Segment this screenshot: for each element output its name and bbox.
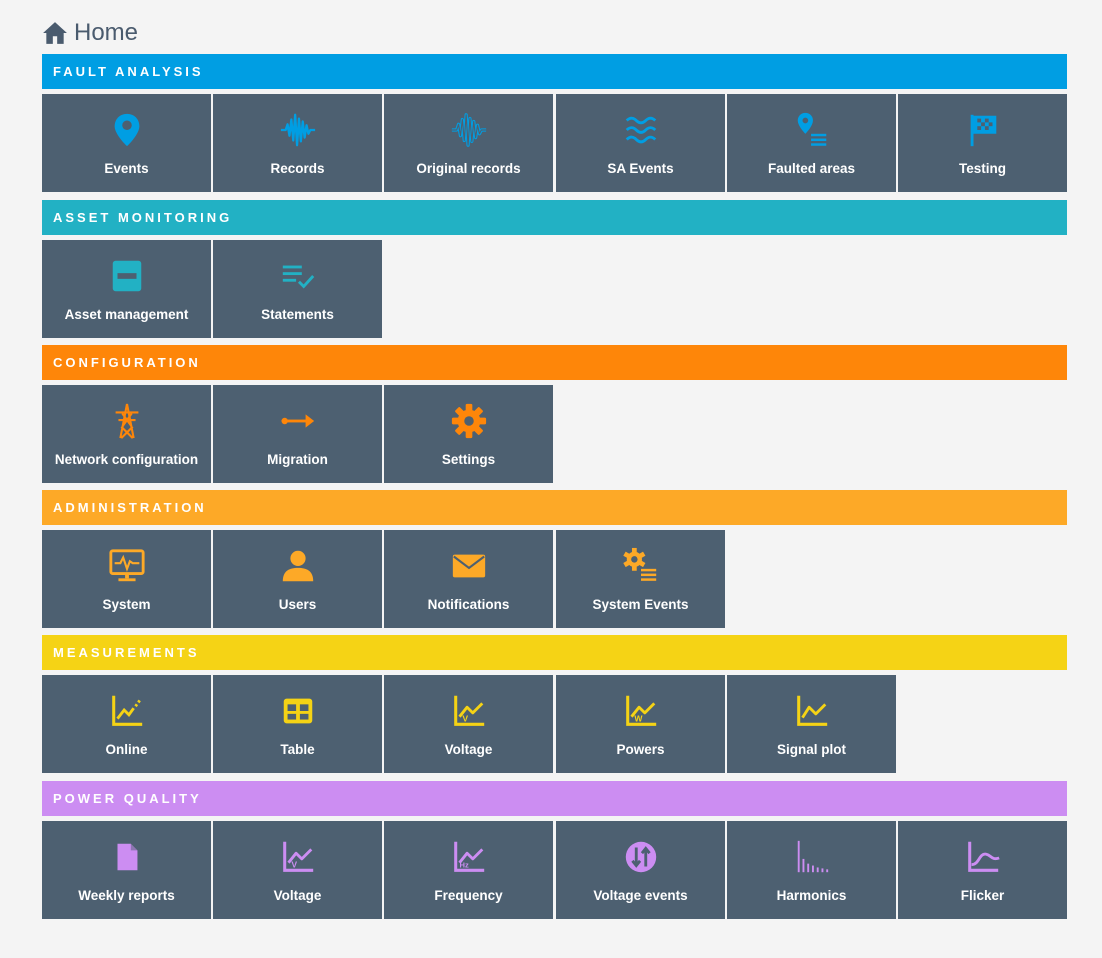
voltage-chart-icon: V [449,691,489,731]
tile-label: Original records [416,161,521,176]
tile-measurements-voltage[interactable]: V Voltage [384,675,553,773]
tile-administration-system[interactable]: System [42,530,211,628]
line-chart-icon [107,691,147,731]
tile-label: Voltage [273,888,322,903]
tile-fault-analysis-records[interactable]: Records [213,94,382,192]
tile-measurements-table[interactable]: Table [213,675,382,773]
tile-measurements-signal-plot[interactable]: Signal plot [727,675,896,773]
tile-fault-analysis-sa-events[interactable]: SA Events [556,94,725,192]
tile-label: Table [280,742,315,757]
tile-label: Faulted areas [767,161,856,176]
tile-label: Notifications [427,597,510,612]
voltage-chart-icon: V [278,837,318,877]
envelope-icon [449,546,489,586]
tile-asset-monitoring-statements[interactable]: Statements [213,240,382,338]
meter-icon [107,256,147,296]
tile-label: Asset management [64,307,189,322]
tile-fault-analysis-original-records[interactable]: Original records [384,94,553,192]
tile-fault-analysis-testing[interactable]: Testing [898,94,1067,192]
tile-configuration-settings[interactable]: Settings [384,385,553,483]
section-header-fault-analysis: FAULT ANALYSIS [42,54,1067,89]
original-waveform-icon [449,110,489,150]
tile-label: Users [278,597,317,612]
tile-label: SA Events [607,161,674,176]
svg-text:V: V [291,859,297,869]
svg-text:W: W [634,713,643,723]
monitor-pulse-icon [107,546,147,586]
tile-power-quality-voltage-events[interactable]: Voltage events [556,821,725,919]
signal-chart-icon [792,691,832,731]
tile-label: System [102,597,151,612]
tile-administration-system-events[interactable]: System Events [556,530,725,628]
list-check-icon [278,256,318,296]
harmonics-bars-icon [792,837,832,877]
tile-label: Voltage events [593,888,688,903]
section-header-measurements: MEASUREMENTS [42,635,1067,670]
table-icon [278,691,318,731]
checkered-flag-icon [963,110,1003,150]
tile-fault-analysis-faulted-areas[interactable]: Faulted areas [727,94,896,192]
up-down-arrows-icon [621,837,661,877]
tile-label: Settings [441,452,496,467]
tile-power-quality-voltage[interactable]: V Voltage [213,821,382,919]
pin-list-icon [792,110,832,150]
tile-configuration-migration[interactable]: Migration [213,385,382,483]
tile-label: Powers [616,742,665,757]
svg-text:Hz: Hz [459,860,468,869]
tile-label: System Events [592,597,689,612]
tile-label: Flicker [960,888,1005,903]
waveform-icon [278,110,318,150]
power-chart-icon: W [621,691,661,731]
breadcrumb[interactable]: Home [42,17,138,49]
section-header-administration: ADMINISTRATION [42,490,1067,525]
tile-label: Harmonics [776,888,847,903]
tile-administration-notifications[interactable]: Notifications [384,530,553,628]
tile-measurements-powers[interactable]: W Powers [556,675,725,773]
tile-label: Events [104,161,149,176]
frequency-chart-icon: Hz [449,837,489,877]
waves-icon [621,110,661,150]
tile-fault-analysis-events[interactable]: Events [42,94,211,192]
tile-label: Testing [959,161,1006,176]
breadcrumb-home-label: Home [74,19,139,46]
section-header-asset-monitoring: ASSET MONITORING [42,200,1067,235]
home-icon [43,22,67,44]
tile-power-quality-harmonics[interactable]: Harmonics [727,821,896,919]
gear-icon [449,401,489,441]
tile-label: Frequency [434,888,503,903]
document-icon [107,837,147,877]
section-header-configuration: CONFIGURATION [42,345,1067,380]
tile-asset-monitoring-asset-management[interactable]: Asset management [42,240,211,338]
section-header-power-quality: POWER QUALITY [42,781,1067,816]
flicker-curve-icon [963,837,1003,877]
user-icon [278,546,318,586]
tile-power-quality-weekly-reports[interactable]: Weekly reports [42,821,211,919]
svg-text:V: V [462,713,468,723]
tile-label: Migration [267,452,328,467]
arrow-right-icon [278,401,318,441]
tile-measurements-online[interactable]: Online [42,675,211,773]
tile-label: Records [270,161,325,176]
gears-list-icon [621,546,661,586]
tile-power-quality-flicker[interactable]: Flicker [898,821,1067,919]
tile-configuration-network-configuration[interactable]: Network configuration [42,385,211,483]
tile-label: Statements [261,307,334,322]
map-pin-icon [107,110,147,150]
tile-label: Voltage [444,742,493,757]
tile-label: Network configuration [54,452,199,467]
power-tower-icon [107,401,147,441]
tile-label: Signal plot [777,742,846,757]
tile-label: Online [105,742,148,757]
tile-label: Weekly reports [78,888,175,903]
tile-administration-users[interactable]: Users [213,530,382,628]
